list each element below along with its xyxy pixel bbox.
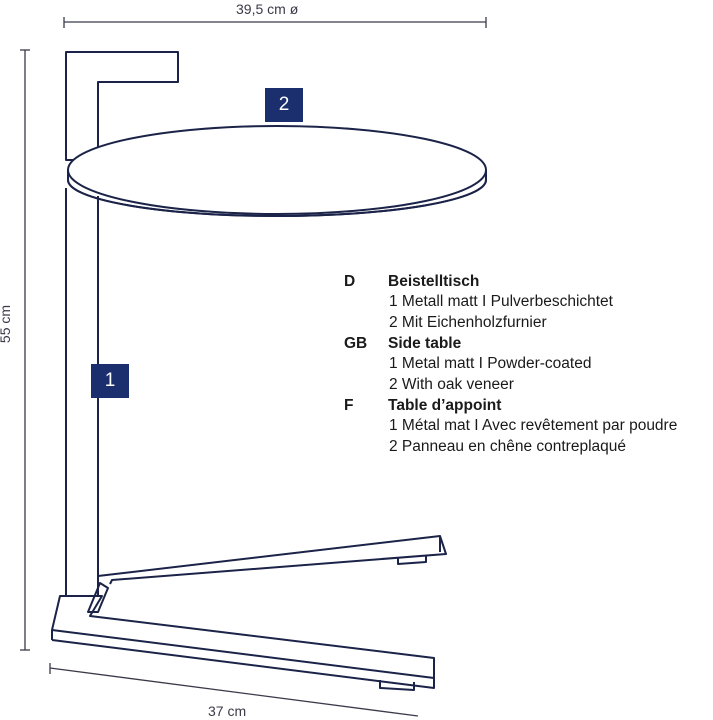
legend-line: 2 With oak veneer (389, 375, 514, 393)
dimension-line-left (20, 49, 30, 651)
legend-line: 1 Metall matt I Pulverbeschichtet (389, 293, 613, 310)
dimension-line-top (63, 17, 487, 28)
legend-code: F (344, 397, 354, 414)
base-lower-bottom (51, 639, 435, 689)
base-foot-pad (379, 680, 415, 691)
legend-line: 2 Mit Eichenholzfurnier (389, 313, 547, 331)
legend-line: 1 Métal mat I Avec revêtement par poudre (389, 417, 678, 434)
legend-block-f: F Table d’appoint 1 Métal mat I Avec rev… (344, 396, 677, 457)
legend: D Beistelltisch 1 Metall matt I Pulverbe… (344, 272, 677, 458)
post-hook (65, 51, 179, 161)
base-rear-pad (397, 556, 427, 565)
dimension-diameter: 39,5 cm ø (236, 1, 299, 17)
legend-code: D (344, 273, 356, 290)
legend-line: 1 Metal matt I Powder-coated (389, 355, 592, 372)
part-1-badge: 1 (91, 364, 129, 398)
dimension-line-bottom (49, 663, 419, 717)
table-top-underside (67, 179, 487, 217)
legend-title: Side table (388, 335, 462, 352)
legend-block-de: D Beistelltisch 1 Metall matt I Pulverbe… (344, 272, 677, 333)
part-2-badge: 2 (265, 88, 303, 122)
base-foot-front (87, 582, 109, 613)
dimension-depth: 37 cm (208, 703, 247, 719)
legend-title: Table d’appoint (388, 397, 502, 414)
legend-title: Beistelltisch (388, 273, 480, 290)
table-top (67, 125, 487, 215)
legend-line: 2 Panneau en chêne contreplaqué (389, 437, 627, 455)
legend-block-gb: GB Side table 1 Metal matt I Powder-coat… (344, 334, 677, 395)
legend-code: GB (344, 335, 368, 352)
base-lower-arm (51, 595, 435, 679)
base-upper-arm (97, 535, 447, 585)
dimension-height: 55 cm (0, 304, 14, 344)
